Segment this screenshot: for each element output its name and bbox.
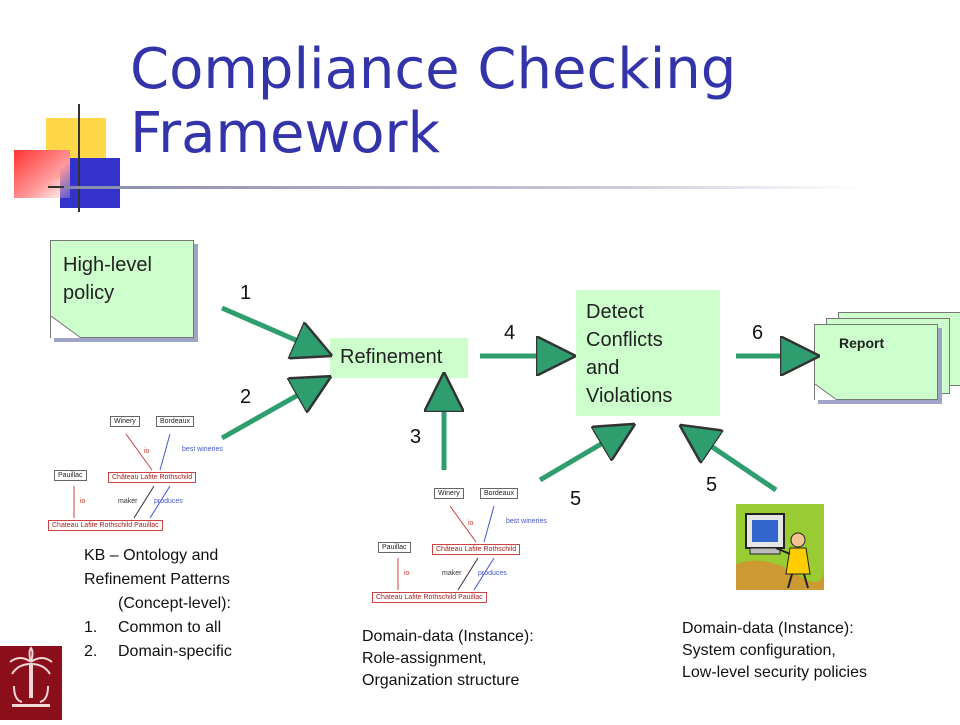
- report-label: Report: [839, 335, 885, 351]
- ontology-node-pauillac: Pauillac: [378, 542, 411, 553]
- high-level-policy-label: High-level policy: [63, 254, 152, 304]
- kb-list-item-1-number: 1.: [84, 619, 98, 636]
- university-logo: [0, 646, 62, 720]
- ontology-edge-io-2: io: [80, 498, 86, 505]
- ontology-edges-middle: [397, 505, 495, 591]
- ontology-edge-maker: maker: [118, 498, 138, 505]
- detect-conflicts-box: Detect Conflicts and Violations: [576, 290, 720, 416]
- kb-list-item-1-text: Common to all: [118, 619, 222, 636]
- report-fold-icon: [815, 384, 838, 400]
- ontology-edges-left: [73, 433, 171, 519]
- step-5-label-right: 5: [706, 474, 718, 496]
- ontology-edge-best-wineries: best wineries: [182, 446, 223, 453]
- detect-conflicts-label: Detect Conflicts and Violations: [586, 301, 673, 407]
- refinement-box: Refinement: [330, 338, 468, 378]
- step-1-label: 1: [240, 282, 252, 304]
- ontology-graph-middle: Winery Bordeaux Château Lafite Rothschil…: [368, 484, 558, 614]
- ontology-node-bordeaux: Bordeaux: [156, 416, 194, 427]
- ontology-node-chateau: Château Lafite Rothschild: [108, 472, 197, 483]
- high-level-policy-note: High-level policy: [50, 240, 194, 338]
- step-2-label: 2: [240, 386, 252, 408]
- step-3-label: 3: [410, 426, 422, 448]
- title-line-2: Framework: [130, 101, 440, 166]
- arrow-2: [220, 386, 314, 441]
- ontology-graph-left: Winery Bordeaux Château Lafite Rothschil…: [44, 412, 234, 542]
- kb-list-item-2-text: Domain-specific: [118, 643, 232, 660]
- domain-role-caption: Domain-data (Instance): Role-assignment,…: [362, 626, 602, 692]
- kb-caption-line-2: Refinement Patterns: [84, 571, 230, 588]
- kb-list-item-1: 1. Common to all: [84, 616, 304, 640]
- domain-role-line-1: Domain-data (Instance):: [362, 628, 534, 645]
- domain-system-line-3: Low-level security policies: [682, 664, 867, 681]
- domain-system-caption: Domain-data (Instance): System configura…: [682, 618, 952, 684]
- step-4-label: 4: [504, 322, 516, 344]
- domain-role-line-2: Role-assignment,: [362, 650, 487, 667]
- slide-title: Compliance Checking Framework: [130, 38, 736, 166]
- decor-vertical-line: [78, 104, 80, 212]
- ontology-edge-produces: produces: [154, 498, 183, 505]
- ontology-node-pauillac: Pauillac: [54, 470, 87, 481]
- computer-user-clipart-icon: [736, 504, 824, 590]
- step-5-label-left: 5: [570, 488, 582, 510]
- ontology-edge-io-2: io: [404, 570, 410, 577]
- ontology-edge-maker: maker: [442, 570, 462, 577]
- note-fold-icon: [51, 316, 82, 338]
- ontology-edge-io: io: [144, 448, 150, 455]
- title-underline: [64, 186, 864, 189]
- domain-system-line-1: Domain-data (Instance):: [682, 620, 854, 637]
- ontology-node-chateau-pauillac: Chateau Lafite Rothschild Pauillac: [48, 520, 163, 531]
- report-page-front: Report: [814, 324, 938, 400]
- decor-blue-square: [60, 158, 120, 208]
- arrow-1: [221, 305, 314, 348]
- ontology-node-chateau-pauillac: Chateau Lafite Rothschild Pauillac: [372, 592, 487, 603]
- kb-caption-line-3: (Concept-level):: [118, 595, 231, 612]
- title-line-1: Compliance Checking: [130, 37, 737, 102]
- palmetto-logo-icon: [9, 646, 53, 707]
- ontology-node-winery: Winery: [110, 416, 140, 427]
- ontology-node-winery: Winery: [434, 488, 464, 499]
- refinement-label: Refinement: [340, 346, 443, 368]
- ontology-edge-produces: produces: [478, 570, 507, 577]
- arrow-5a: [538, 434, 618, 483]
- kb-list-item-2-number: 2.: [84, 643, 98, 660]
- ontology-edge-io: io: [468, 520, 474, 527]
- domain-system-line-2: System configuration,: [682, 642, 836, 659]
- kb-caption-line-1: KB – Ontology and: [84, 547, 219, 564]
- kb-list-item-2: 2. Domain-specific: [84, 640, 304, 664]
- ontology-edge-best-wineries: best wineries: [506, 518, 547, 525]
- domain-role-line-3: Organization structure: [362, 672, 520, 689]
- step-6-label: 6: [752, 322, 764, 344]
- kb-caption: KB – Ontology and Refinement Patterns (C…: [84, 544, 304, 664]
- ontology-node-bordeaux: Bordeaux: [480, 488, 518, 499]
- arrow-5b: [696, 436, 778, 493]
- decor-red-square: [14, 150, 70, 198]
- ontology-node-chateau: Château Lafite Rothschild: [432, 544, 521, 555]
